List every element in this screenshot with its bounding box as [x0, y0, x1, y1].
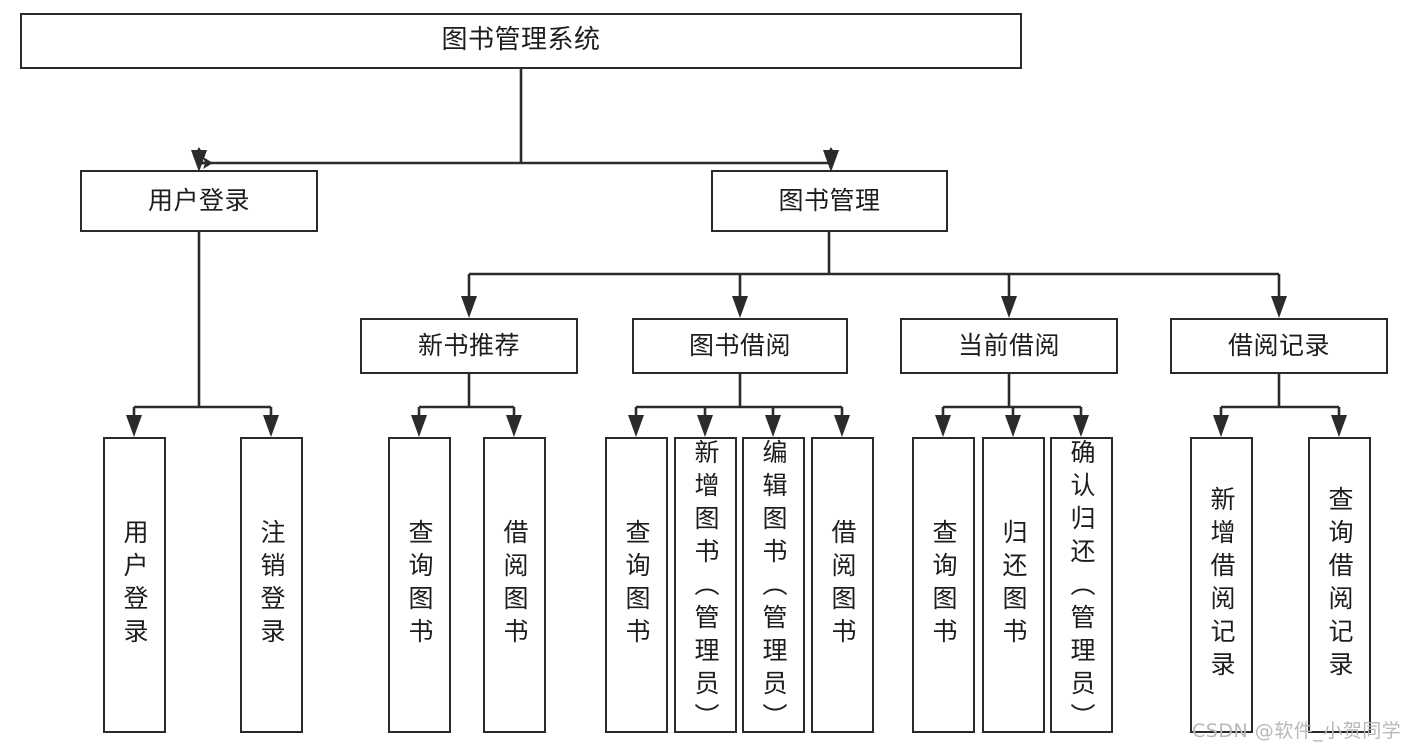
edge-record-to-leaves — [1221, 374, 1339, 409]
node-current-borrow-label: 当前借阅 — [957, 331, 1060, 360]
node-leaf-confirm-return[interactable]: 确认归还（管理员） — [1050, 437, 1113, 736]
node-leaf-edit-book[interactable]: 编辑图书（管理员） — [742, 437, 805, 736]
node-root-label: 图书管理系统 — [441, 25, 601, 56]
node-leaf-add-record[interactable]: 新增借阅记录 — [1190, 437, 1253, 733]
edge-root-to-level1 — [193, 69, 837, 165]
node-leaf-query-book-2-label: 查询图书 — [622, 519, 651, 651]
node-root[interactable]: 图书管理系统 — [20, 13, 1022, 69]
node-leaf-borrow-book-2-label: 借阅图书 — [828, 519, 857, 651]
node-new-book-recommend[interactable]: 新书推荐 — [360, 318, 578, 374]
node-leaf-return-book[interactable]: 归还图书 — [982, 437, 1045, 733]
edge-recommend-to-leaves — [419, 374, 514, 409]
node-leaf-borrow-book-1-label: 借阅图书 — [500, 519, 529, 651]
node-user-login[interactable]: 用户登录 — [80, 170, 318, 232]
node-book-borrow[interactable]: 图书借阅 — [632, 318, 848, 374]
csdn-watermark: CSDN @软件_小贺同学 — [1192, 720, 1402, 742]
node-leaf-borrow-book-2[interactable]: 借阅图书 — [811, 437, 874, 733]
node-leaf-query-record[interactable]: 查询借阅记录 — [1308, 437, 1371, 733]
node-leaf-user-login-label: 用户登录 — [120, 519, 149, 651]
node-leaf-borrow-book-1[interactable]: 借阅图书 — [483, 437, 546, 733]
node-new-book-recommend-label: 新书推荐 — [417, 331, 520, 360]
node-leaf-add-record-label: 新增借阅记录 — [1207, 486, 1236, 684]
node-borrow-record[interactable]: 借阅记录 — [1170, 318, 1388, 374]
edge-userlogin-to-leaves — [134, 232, 271, 409]
node-current-borrow[interactable]: 当前借阅 — [900, 318, 1118, 374]
node-leaf-edit-book-label: 编辑图书（管理员） — [759, 439, 788, 736]
node-leaf-user-login[interactable]: 用户登录 — [103, 437, 166, 733]
edge-bookmgmt-to-level2 — [469, 232, 1279, 276]
node-leaf-confirm-return-label: 确认归还（管理员） — [1067, 439, 1096, 736]
node-leaf-logout-login[interactable]: 注销登录 — [240, 437, 303, 733]
node-leaf-add-book[interactable]: 新增图书（管理员） — [674, 437, 737, 736]
node-book-borrow-label: 图书借阅 — [688, 331, 791, 360]
node-book-management-label: 图书管理 — [778, 186, 881, 215]
node-leaf-query-book-1[interactable]: 查询图书 — [388, 437, 451, 733]
node-leaf-query-book-3-label: 查询图书 — [929, 519, 958, 651]
node-user-login-label: 用户登录 — [147, 186, 250, 215]
node-borrow-record-label: 借阅记录 — [1227, 331, 1330, 360]
node-book-management[interactable]: 图书管理 — [711, 170, 948, 232]
node-leaf-logout-login-label: 注销登录 — [257, 519, 286, 651]
node-leaf-query-book-3[interactable]: 查询图书 — [912, 437, 975, 733]
edge-borrow-to-leaves — [636, 374, 842, 409]
node-leaf-add-book-label: 新增图书（管理员） — [691, 439, 720, 736]
node-leaf-query-book-1-label: 查询图书 — [405, 519, 434, 651]
node-leaf-query-book-2[interactable]: 查询图书 — [605, 437, 668, 733]
node-leaf-query-record-label: 查询借阅记录 — [1325, 486, 1354, 684]
edge-current-to-leaves — [943, 374, 1081, 409]
node-leaf-return-book-label: 归还图书 — [999, 519, 1028, 651]
